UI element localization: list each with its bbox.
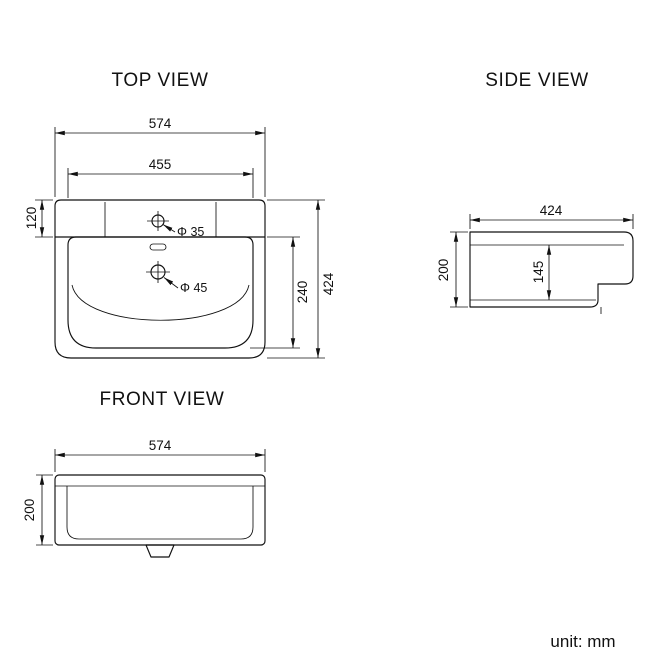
top-view-dimensions: 574 455 120 240 — [24, 116, 336, 359]
faucet-hole-callout: Φ 35 — [162, 224, 204, 239]
dim-top-bowl-depth: 240 — [250, 236, 310, 349]
front-view-title: FRONT VIEW — [100, 389, 225, 410]
dim-value: 120 — [24, 207, 39, 230]
dim-side-depth: 424 — [469, 203, 634, 229]
drain-hole-label: Φ 45 — [180, 281, 207, 295]
faucet-hole — [147, 211, 169, 231]
bowl-outline — [67, 236, 254, 349]
dim-value: 424 — [540, 203, 563, 218]
drain-hole-callout: Φ 45 — [163, 277, 207, 295]
drain-hole-leader-arrow — [163, 277, 179, 289]
front-view: FRONT VIEW 574 200 — [22, 389, 266, 558]
dim-value: 200 — [22, 499, 37, 522]
front-view-dimensions: 574 200 — [22, 438, 266, 546]
dim-front-width: 574 — [54, 438, 266, 472]
dim-front-height: 200 — [22, 474, 53, 546]
dim-value: 145 — [531, 261, 546, 284]
dim-value: 424 — [321, 272, 336, 295]
dim-top-overall-width: 574 — [54, 116, 266, 197]
side-view: SIDE VIEW 424 200 145 — [436, 70, 634, 314]
dim-value: 574 — [149, 438, 172, 453]
dim-top-inner-width: 455 — [67, 157, 254, 198]
dim-side-height: 200 — [436, 231, 468, 308]
dim-value: 455 — [149, 157, 172, 172]
dim-value: 574 — [149, 116, 172, 131]
top-view: TOP VIEW Φ 35 — [24, 70, 336, 359]
faucet-hole-leader-arrow — [162, 224, 176, 233]
drain-stub — [145, 544, 175, 558]
top-view-title: TOP VIEW — [111, 70, 208, 91]
side-profile-outline — [469, 231, 634, 308]
unit-label: unit: mm — [550, 632, 615, 650]
dim-top-overall-depth: 424 — [267, 199, 336, 359]
dim-top-ledge-depth: 120 — [24, 199, 53, 238]
dim-value: 200 — [436, 259, 451, 282]
front-view-shape — [54, 474, 266, 558]
drain-hole — [146, 261, 170, 283]
side-view-shape — [469, 231, 634, 314]
dim-value: 240 — [295, 281, 310, 304]
basin-outer-outline — [54, 199, 266, 359]
dim-side-inner-height: 145 — [531, 245, 552, 300]
faucet-hole-label: Φ 35 — [177, 225, 204, 239]
overflow-slot — [149, 243, 167, 251]
side-view-title: SIDE VIEW — [485, 70, 589, 91]
inner-bowl-line — [66, 486, 254, 540]
bowl-floor-curve — [71, 284, 250, 321]
side-view-dimensions: 424 200 145 — [436, 203, 634, 308]
top-view-shape: Φ 35 Φ 45 — [54, 199, 266, 359]
